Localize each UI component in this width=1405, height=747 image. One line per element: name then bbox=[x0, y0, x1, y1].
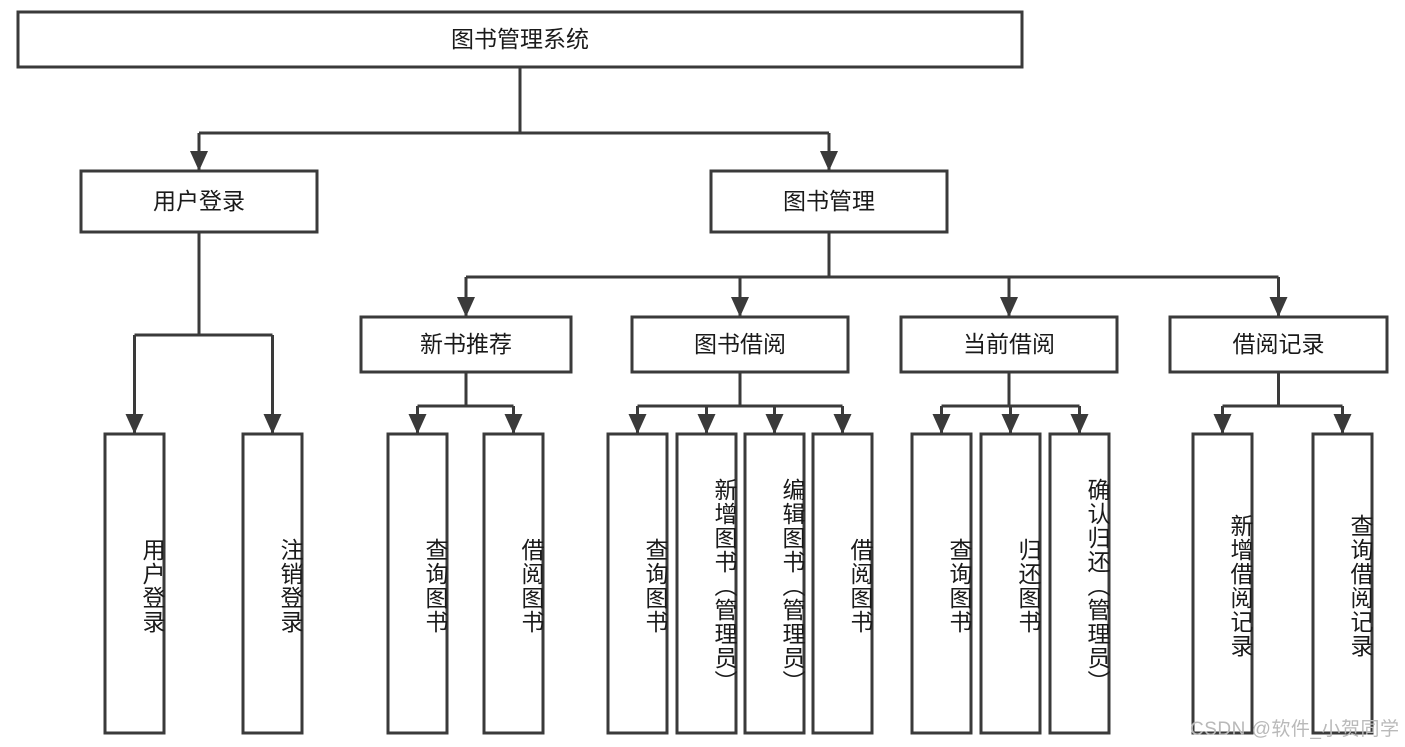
arrow-leaf-borrow-lend bbox=[833, 414, 852, 434]
arrow-leaf-borrow-edit bbox=[765, 414, 784, 434]
node-box-book-manage[interactable] bbox=[709, 169, 949, 234]
arrow-leaf-current-confirm bbox=[1070, 414, 1089, 434]
arrow-new-book-rec bbox=[457, 297, 475, 317]
node-box-borrow-record[interactable] bbox=[1168, 315, 1389, 374]
arrow-leaf-user-login bbox=[125, 414, 144, 434]
node-box-new-book-rec[interactable] bbox=[359, 315, 573, 374]
arrow-leaf-borrow-add bbox=[697, 414, 716, 434]
node-box-leaf-user-logout[interactable] bbox=[241, 432, 304, 735]
arrow-book-manage bbox=[820, 151, 838, 171]
node-box-root[interactable] bbox=[16, 10, 1024, 69]
node-box-leaf-rec-borrow[interactable] bbox=[482, 432, 545, 735]
node-box-current-borrow[interactable] bbox=[899, 315, 1119, 374]
node-box-leaf-record-add[interactable] bbox=[1191, 432, 1254, 735]
arrow-leaf-user-logout bbox=[263, 414, 282, 434]
node-box-leaf-borrow-query[interactable] bbox=[606, 432, 669, 735]
node-box-leaf-borrow-lend[interactable] bbox=[811, 432, 874, 735]
edges-layer bbox=[125, 67, 1352, 434]
node-box-leaf-user-login[interactable] bbox=[103, 432, 166, 735]
node-box-leaf-record-query[interactable] bbox=[1311, 432, 1374, 735]
node-box-leaf-current-return[interactable] bbox=[979, 432, 1042, 735]
csdn-watermark: CSDN @软件_小贺同学 bbox=[1190, 719, 1400, 740]
arrow-leaf-record-query bbox=[1333, 414, 1352, 434]
arrow-borrow-record bbox=[1269, 297, 1288, 317]
node-box-leaf-current-confirm[interactable] bbox=[1048, 432, 1111, 735]
arrow-leaf-current-query bbox=[932, 414, 951, 434]
node-box-user-login[interactable] bbox=[79, 169, 319, 234]
node-box-leaf-rec-query[interactable] bbox=[386, 432, 449, 735]
nodes-layer bbox=[16, 10, 1389, 735]
arrow-current-borrow bbox=[1000, 297, 1018, 317]
arrow-user-login bbox=[190, 151, 208, 171]
node-box-leaf-borrow-edit[interactable] bbox=[743, 432, 806, 735]
arrow-leaf-record-add bbox=[1213, 414, 1232, 434]
node-box-book-borrow[interactable] bbox=[630, 315, 850, 374]
arrow-book-borrow bbox=[731, 297, 749, 317]
node-box-leaf-current-query[interactable] bbox=[910, 432, 973, 735]
arrow-leaf-rec-query bbox=[408, 414, 427, 434]
node-box-leaf-borrow-add[interactable] bbox=[675, 432, 738, 735]
arrow-leaf-rec-borrow bbox=[504, 414, 523, 434]
arrow-leaf-borrow-query bbox=[628, 414, 647, 434]
arrow-leaf-current-return bbox=[1001, 414, 1020, 434]
